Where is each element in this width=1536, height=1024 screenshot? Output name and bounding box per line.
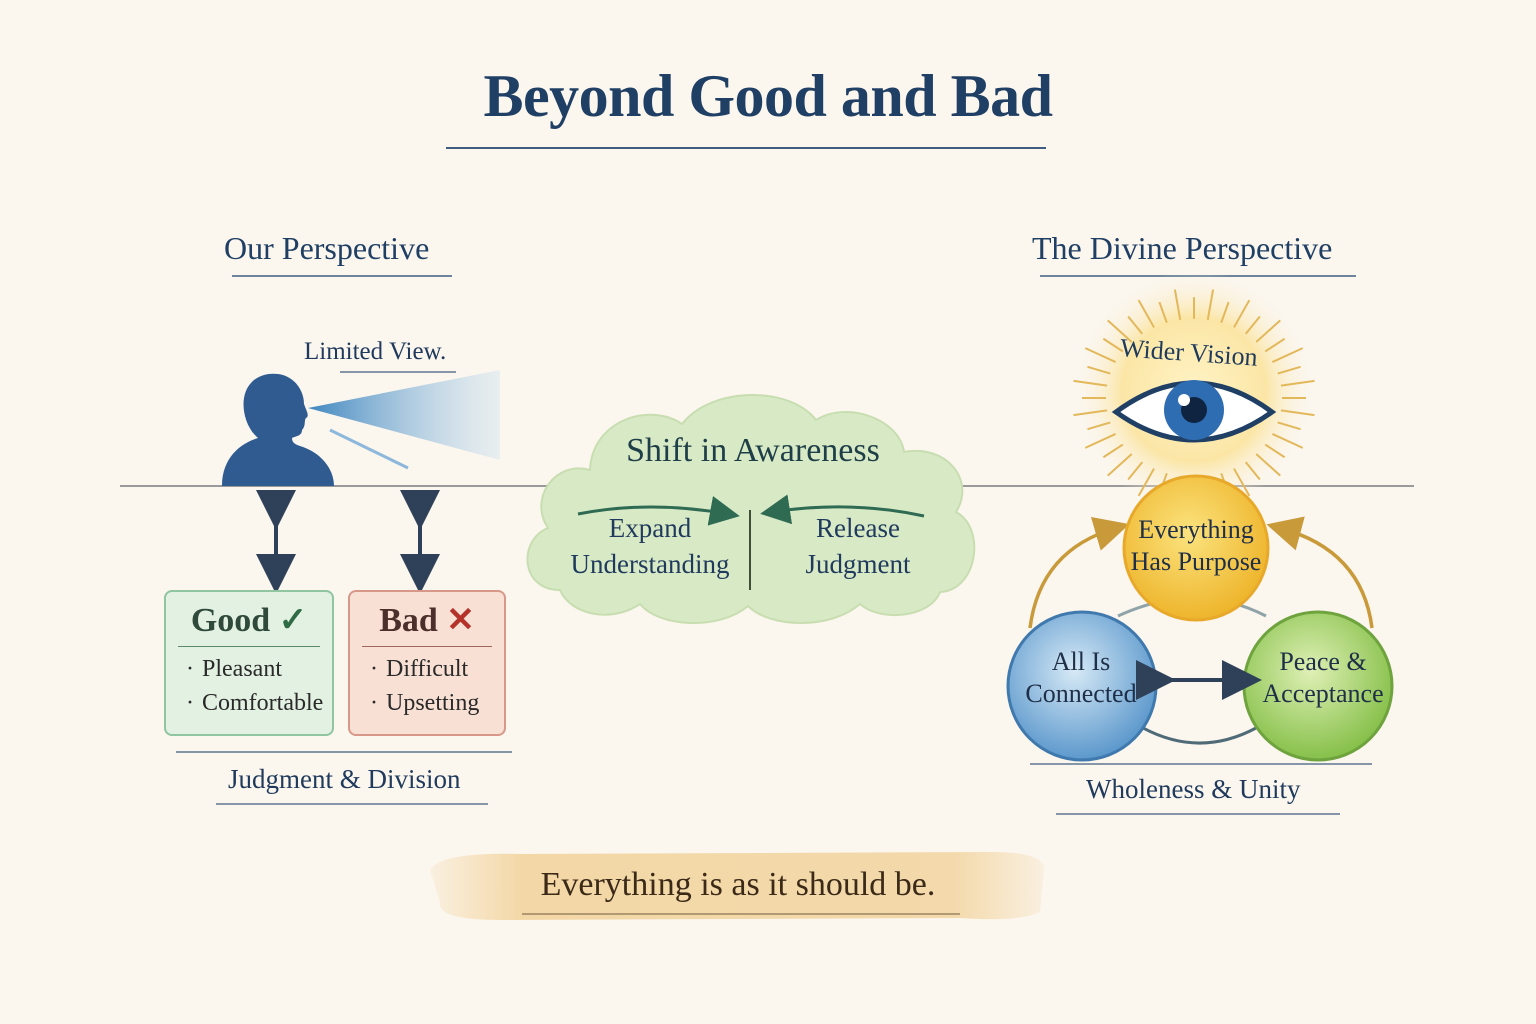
sun-ray: [1271, 347, 1304, 363]
circle-purpose: [1122, 474, 1270, 622]
right-footer: Wholeness & Unity: [1086, 774, 1301, 804]
good-item-text: Comfortable: [202, 690, 324, 716]
sun-ray: [1084, 433, 1117, 449]
expand-label: Expand Understanding: [560, 510, 740, 582]
release-label-line2: Judgment: [805, 549, 911, 579]
circle-connected-line2: Connected: [1025, 679, 1137, 708]
sun-ray: [1102, 443, 1124, 459]
sun-ray: [1137, 299, 1155, 328]
right-heading: The Divine Perspective: [1032, 230, 1333, 266]
left-footer: Judgment & Division: [228, 764, 461, 794]
good-item-text: Pleasant: [202, 656, 282, 682]
awareness-cloud: [526, 394, 976, 624]
cycle-arrow-left: [1028, 517, 1130, 629]
sun-ray: [1127, 461, 1144, 481]
bad-card: Bad ✕ ·Difficult ·Upsetting: [348, 590, 506, 736]
sun-ray: [1137, 468, 1155, 497]
sun-ray: [1084, 347, 1117, 363]
good-card: Good ✓ ·Pleasant ·Comfortable: [164, 590, 334, 736]
sun-ray: [1264, 337, 1286, 353]
bad-item: ·Difficult: [370, 656, 469, 682]
sun-ray: [1277, 421, 1301, 431]
sun-ray: [1127, 315, 1144, 335]
sun-ray: [1102, 337, 1124, 353]
good-card-title: Good ✓: [166, 600, 332, 640]
sun-ray: [1244, 461, 1261, 481]
bad-card-rule: [362, 646, 492, 647]
page-title: Beyond Good and Bad: [483, 63, 1053, 129]
bad-item: ·Upsetting: [370, 690, 480, 716]
sun-ray: [1255, 453, 1281, 477]
check-icon: ✓: [278, 602, 308, 639]
circle-peace-text: Peace & Acceptance: [1248, 646, 1398, 710]
sun-ray: [1233, 299, 1251, 328]
sun-ray: [1073, 379, 1108, 387]
sun-ray: [1233, 468, 1251, 497]
sun-ray: [1277, 365, 1301, 375]
release-arrow-icon: [760, 494, 925, 525]
cycle-link-bottom: [1135, 722, 1257, 745]
sun-ray: [1073, 409, 1108, 417]
double-arrow-icon: [256, 490, 440, 594]
sun-ray: [1087, 365, 1111, 375]
sun-ray: [1158, 301, 1168, 324]
cycle-arrow-right: [1266, 516, 1374, 629]
bad-item-text: Difficult: [386, 656, 469, 682]
sun-ray: [1173, 289, 1182, 320]
good-item: ·Comfortable: [186, 690, 324, 716]
circle-connected-text: All Is Connected: [1006, 646, 1156, 710]
good-title-text: Good: [190, 602, 271, 639]
x-icon: ✕: [446, 602, 475, 639]
good-item: ·Pleasant: [186, 656, 282, 682]
sun-ray: [1107, 319, 1133, 343]
sun-ray: [1255, 319, 1281, 343]
bad-card-title: Bad ✕: [350, 600, 504, 640]
bad-item-text: Upsetting: [386, 690, 480, 716]
circle-purpose-line1: Everything: [1138, 515, 1254, 544]
sun-ray: [1280, 409, 1315, 417]
bad-title-text: Bad: [379, 602, 438, 639]
circle-connected-line1: All Is: [1051, 647, 1111, 676]
sun-ray: [1206, 289, 1215, 320]
banner-brushstroke: [430, 852, 1045, 920]
sun-ray: [1271, 433, 1304, 449]
release-label: Release Judgment: [790, 510, 926, 582]
sun-ray: [1244, 315, 1261, 335]
sun-ray: [1087, 421, 1111, 431]
good-card-rule: [178, 646, 320, 647]
vision-beam-icon: [308, 370, 500, 470]
circle-peace-line2: Acceptance: [1262, 679, 1384, 708]
expand-label-line1: Expand: [608, 513, 692, 543]
expand-arrow-icon: [577, 496, 740, 526]
sun-ray: [1107, 453, 1133, 477]
sun-ray: [1264, 443, 1286, 459]
banner-text: Everything is as it should be.: [540, 866, 936, 903]
circle-purpose-line2: Has Purpose: [1130, 547, 1262, 576]
sun-ray: [1220, 301, 1230, 324]
circle-peace-line1: Peace &: [1279, 647, 1367, 676]
release-label-line1: Release: [816, 513, 900, 543]
eye-icon: [1111, 380, 1277, 443]
person-silhouette-icon: [222, 373, 334, 486]
sun-ray: [1280, 379, 1315, 387]
limited-view-label: Limited View.: [304, 338, 447, 365]
expand-label-line2: Understanding: [570, 549, 730, 579]
cloud-title: Shift in Awareness: [626, 432, 880, 469]
circle-purpose-text: Everything Has Purpose: [1116, 514, 1276, 578]
left-heading: Our Perspective: [224, 230, 430, 266]
